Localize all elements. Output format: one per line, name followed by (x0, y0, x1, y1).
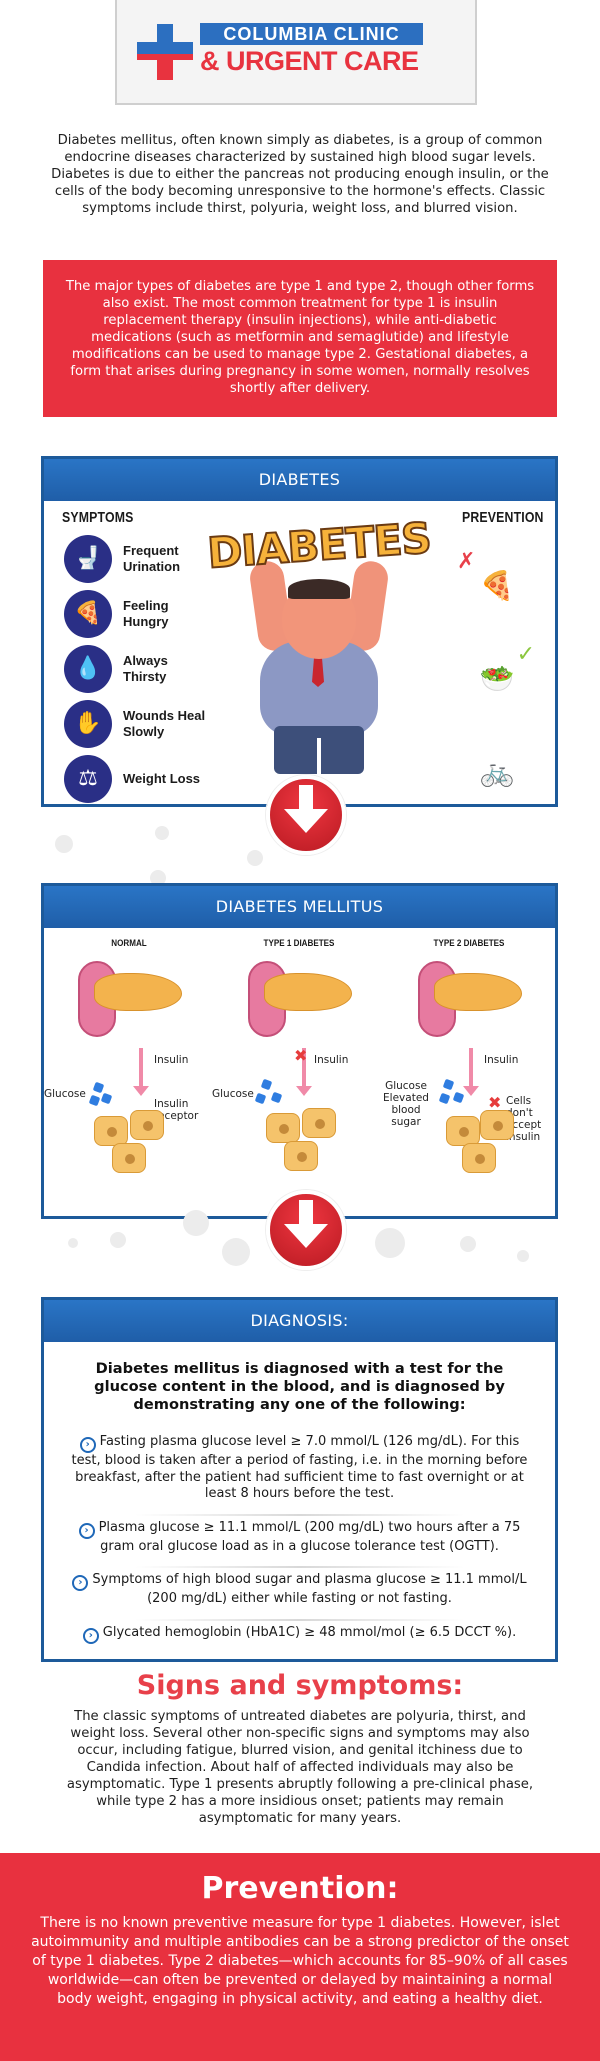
criteria-item: ›Glycated hemoglobin (HbA1C) ≥ 48 mmol/m… (64, 1616, 535, 1653)
insulin-arrow-icon (133, 1048, 149, 1096)
symptom-item: 💧 Always Thirsty (64, 641, 213, 696)
criteria-item: ›Plasma glucose ≥ 11.1 mmol/L (200 mg/dL… (64, 1511, 535, 1564)
cross-mark-icon: ✗ (457, 549, 476, 574)
prevention-section: Prevention: There is no known preventive… (0, 1853, 600, 2061)
blocked-x-icon: ✖ (294, 1046, 308, 1065)
insulin-arrow-icon (463, 1048, 479, 1096)
diabetes-types-text: The major types of diabetes are type 1 a… (65, 279, 535, 396)
panel-title: DIABETES (44, 459, 555, 501)
criteria-item: ›Symptoms of high blood sugar and plasma… (64, 1564, 535, 1617)
symptom-item: ⚖ Weight Loss (64, 751, 213, 806)
symptom-item: ✋ Wounds Heal Slowly (64, 696, 213, 751)
network-node-decoration (222, 1238, 250, 1266)
medical-cross-icon (137, 24, 193, 80)
symptom-label: Feeling Hungry (123, 597, 169, 629)
down-arrow-icon (266, 1190, 346, 1270)
network-node-decoration (155, 826, 169, 840)
receptor-label: Insulin receptor (154, 1098, 199, 1122)
column-title: NORMAL (111, 938, 147, 949)
diabetes-overview-panel: DIABETES SYMPTOMS PREVENTION 🚽 Frequent … (41, 456, 558, 807)
criteria-text: Glycated hemoglobin (HbA1C) ≥ 48 mmol/mo… (102, 1624, 517, 1640)
network-node-decoration (375, 1228, 405, 1258)
insulin-label: Insulin (484, 1054, 519, 1066)
toilet-icon: 🚽 (64, 534, 112, 583)
signs-heading: Signs and symptoms: (136, 1670, 464, 1701)
cells-reject-label: Cells don't accept insulin (506, 1095, 542, 1143)
network-node-decoration (183, 1210, 209, 1236)
eating-icon: 🍕 (64, 589, 112, 638)
down-arrow-icon (266, 775, 346, 855)
diabetes-hero-word: DIABETES (205, 512, 433, 578)
network-node-decoration (247, 850, 263, 866)
glucose-label: Glucose (44, 1088, 86, 1100)
prevention-paragraph: There is no known preventive measure for… (31, 1915, 569, 2007)
panel-title: DIAGNOSIS: (44, 1300, 555, 1342)
logo-line-2: & URGENT CARE (200, 46, 419, 76)
network-node-decoration (55, 835, 73, 853)
diagnosis-criteria-list: ›Fasting plasma glucose level ≥ 7.0 mmol… (64, 1428, 535, 1653)
chevron-right-icon: › (79, 1437, 96, 1453)
scale-icon: ⚖ (64, 754, 112, 803)
type2-column: TYPE 2 DIABETES Insulin Glucose Elevated… (383, 938, 554, 1173)
prevention-list: 🍕 ✗ 🥗 ✓ 🚲 (457, 539, 537, 818)
symptom-item: 🚽 Frequent Urination (64, 531, 213, 586)
prevention-section-heading: Prevention: (201, 1871, 399, 1906)
thirsty-icon: 💧 (64, 644, 112, 693)
chevron-right-icon: › (72, 1575, 89, 1591)
symptom-label: Wounds Heal Slowly (123, 707, 206, 739)
wounded-hand-icon: ✋ (64, 699, 112, 748)
stressed-man-illustration: DIABETES (194, 512, 444, 781)
diagnosis-panel: DIAGNOSIS: Diabetes mellitus is diagnose… (41, 1297, 558, 1662)
criteria-text: Fasting plasma glucose level ≥ 7.0 mmol/… (71, 1434, 528, 1501)
check-mark-icon: ✓ (516, 642, 535, 667)
prevention-heading: PREVENTION (462, 509, 544, 526)
symptom-list: 🚽 Frequent Urination 🍕 Feeling Hungry 💧 … (64, 531, 213, 806)
intro-paragraph: Diabetes mellitus, often known simply as… (51, 133, 549, 216)
symptom-label: Always Thirsty (123, 652, 168, 684)
symptoms-heading: SYMPTOMS (62, 509, 134, 526)
panel-title: DIABETES MELLITUS (44, 886, 555, 928)
chevron-right-icon: › (78, 1522, 95, 1539)
type1-column: TYPE 1 DIABETES ✖ Insulin Glucose (212, 938, 384, 1171)
criteria-text: Plasma glucose ≥ 11.1 mmol/L (200 mg/dL)… (98, 1519, 521, 1554)
criteria-text: Symptoms of high blood sugar and plasma … (92, 1572, 527, 1606)
chevron-right-icon: › (82, 1627, 99, 1644)
insulin-arrow-icon (296, 1048, 312, 1096)
network-node-decoration (460, 1236, 476, 1252)
glucose-elevated-label: Glucose Elevated blood sugar (383, 1080, 429, 1128)
column-title: TYPE 2 DIABETES (433, 938, 505, 949)
network-node-decoration (150, 870, 166, 886)
diagnosis-lead: Diabetes mellitus is diagnosed with a te… (94, 1360, 505, 1413)
pancreas-icon (74, 957, 184, 1037)
junk-food-icon: 🍕 ✗ (457, 549, 515, 602)
pancreas-icon (414, 957, 524, 1037)
symptom-label: Weight Loss (123, 770, 201, 786)
diabetes-types-box: The major types of diabetes are type 1 a… (43, 260, 557, 417)
glucose-label: Glucose (212, 1088, 254, 1100)
diabetes-mellitus-panel: DIABETES MELLITUS NORMAL Insulin Glucose… (41, 883, 558, 1219)
symptom-label: Frequent Urination (123, 542, 181, 574)
clinic-logo[interactable]: COLUMBIA CLINIC & URGENT CARE (115, 0, 477, 105)
rejected-x-icon: ✖ (488, 1093, 502, 1112)
criteria-item: ›Fasting plasma glucose level ≥ 7.0 mmol… (64, 1428, 535, 1512)
column-title: TYPE 1 DIABETES (263, 938, 335, 949)
network-node-decoration (68, 1238, 78, 1248)
signs-paragraph: The classic symptoms of untreated diabet… (66, 1709, 534, 1826)
normal-column: NORMAL Insulin Glucose Insulin receptor (44, 938, 214, 1173)
network-node-decoration (110, 1232, 126, 1248)
symptom-item: 🍕 Feeling Hungry (64, 586, 213, 641)
insulin-label: Insulin (154, 1054, 189, 1066)
exercise-icon: 🚲 (479, 755, 515, 788)
logo-line-1: COLUMBIA CLINIC (200, 23, 423, 45)
healthy-food-icon: 🥗 ✓ (479, 642, 535, 695)
pancreas-icon (244, 957, 354, 1037)
network-node-decoration (517, 1250, 529, 1262)
insulin-label: Insulin (314, 1054, 349, 1066)
